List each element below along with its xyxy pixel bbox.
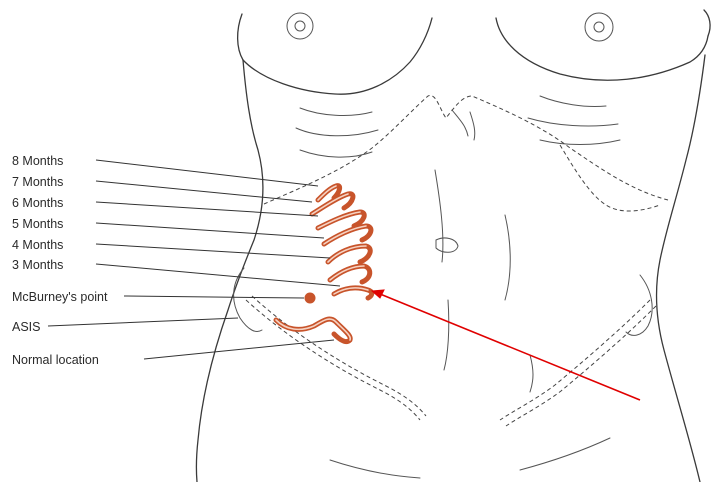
label-4-months: 4 Months	[12, 238, 63, 252]
costal-margin-right-lower	[560, 145, 660, 211]
label-mcburney-point: McBurney's point	[12, 290, 108, 304]
appendix-4-months	[328, 246, 370, 262]
appendix-positions	[276, 186, 372, 342]
label-asis: ASIS	[12, 320, 41, 334]
labels: 8 Months 7 Months 6 Months 5 Months 4 Mo…	[12, 154, 108, 367]
appendix-5-months	[324, 226, 371, 244]
mcburney-point-dot	[305, 293, 316, 304]
inguinal-ligament-lines	[246, 296, 656, 426]
label-normal-location: Normal location	[12, 353, 99, 367]
red-pointer-arrow	[372, 290, 640, 400]
torso-outline	[196, 10, 710, 482]
appendix-3b	[334, 288, 372, 298]
appendix-3-months	[330, 266, 370, 282]
label-3-months: 3 Months	[12, 258, 63, 272]
label-7-months: 7 Months	[12, 175, 63, 189]
costal-margin-line	[264, 95, 668, 204]
label-5-months: 5 Months	[12, 217, 63, 231]
appendix-normal-location	[276, 319, 350, 342]
label-6-months: 6 Months	[12, 196, 63, 210]
label-8-months: 8 Months	[12, 154, 63, 168]
